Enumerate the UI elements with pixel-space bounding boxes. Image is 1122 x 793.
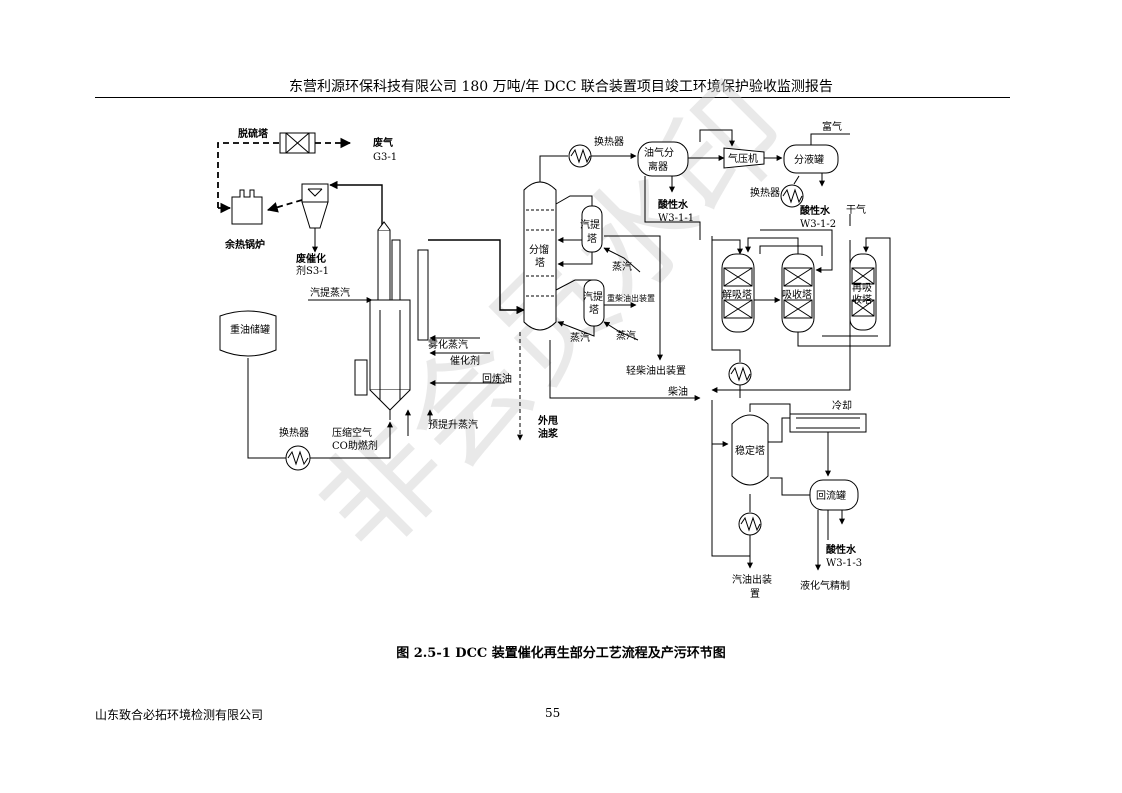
label-waste-catalyst: 废催化 (296, 252, 326, 265)
page-number: 55 (545, 706, 561, 720)
label-fractionator-1: 分馏 (529, 243, 549, 256)
label-oil-gas-separator-1: 油气分 (644, 146, 674, 159)
label-stripper-1b: 塔 (587, 232, 597, 245)
label-cooling: 冷却 (832, 399, 852, 412)
heat-exchanger-2 (568, 144, 592, 168)
label-co-promoter: CO助燃剂 (332, 439, 378, 452)
reactor-regenerator (354, 221, 429, 420)
footer-company: 山东致合必拓环境检测有限公司 (95, 708, 264, 722)
label-w3-1-3: W3-1-3 (826, 558, 862, 569)
page-header-title: 东营利源环保科技有限公司 180 万吨/年 DCC 联合装置项目竣工环境保护验收… (289, 79, 833, 95)
label-reflux-drum: 回流罐 (816, 489, 846, 502)
compressor (723, 147, 765, 169)
heavy-oil-tank (219, 310, 277, 357)
label-reabsorber-2: 收塔 (852, 293, 872, 306)
label-desulfur-tower: 脱硫塔 (238, 127, 269, 140)
reabsorber-tower (849, 253, 877, 331)
label-reabsorber-1: 再吸 (852, 282, 872, 294)
label-stripping-steam: 汽提蒸汽 (310, 286, 350, 299)
absorber-tower (781, 253, 815, 333)
label-heavy-oil-tank-1: 重油储罐 (230, 323, 270, 336)
label-heat-exchanger-2: 换热器 (594, 135, 624, 148)
label-w3-1-1: W3-1-1 (658, 213, 694, 224)
label-stripper-2a: 汽提 (583, 290, 603, 303)
heat-exchanger-3 (780, 184, 804, 208)
label-gasoline-out-1: 汽油出装 (732, 573, 772, 586)
label-heat-recovery-boiler: 余热锅炉 (224, 238, 265, 251)
label-pre-lift-steam: 预提升蒸汽 (428, 418, 478, 431)
label-waste-gas: 废气 (373, 136, 393, 149)
desulfur-tower (279, 132, 316, 154)
label-heat-exchanger-1: 换热器 (279, 426, 309, 439)
label-light-diesel-out: 轻柴油出装置 (626, 364, 686, 377)
label-to-heavy-diesel: 重柴油出装置 (607, 293, 655, 303)
label-stripper-2b: 塔 (589, 303, 599, 316)
label-sour-water-1: 酸性水 (658, 198, 689, 211)
desorber-tower (721, 253, 755, 333)
heat-recovery-boiler (231, 189, 263, 225)
label-oil-gas-separator-2: 离器 (648, 160, 668, 173)
oil-gas-separator (637, 141, 689, 177)
label-compressor: 气压机 (728, 152, 758, 165)
figure-caption: 图 2.5-1 DCC 装置催化再生部分工艺流程及产污环节图 (396, 646, 726, 661)
label-sour-water-3: 酸性水 (826, 543, 857, 556)
label-fractionator-2: 塔 (535, 256, 545, 269)
stripper-2 (583, 279, 605, 327)
fractionator (523, 181, 557, 331)
header-rule (95, 97, 1010, 98)
heat-exchanger-1 (285, 445, 311, 471)
label-w3-1-2: W3-1-2 (800, 219, 836, 230)
label-diesel: 柴油 (668, 385, 688, 398)
label-steam-2: 蒸汽 (616, 329, 636, 342)
label-compressed-air: 压缩空气 (332, 426, 372, 439)
label-atomizing-steam: 雾化蒸汽 (428, 338, 468, 351)
label-distillate-tank: 分液罐 (794, 153, 824, 166)
label-absorber: 吸收塔 (782, 288, 812, 301)
label-stabilizer: 稳定塔 (735, 444, 765, 457)
stabilizer-tower (731, 414, 769, 486)
label-slurry-out-2: 油浆 (538, 427, 559, 440)
heat-exchanger-4 (728, 362, 752, 386)
label-steam-1: 蒸汽 (612, 260, 632, 273)
heat-exchanger-5 (738, 512, 762, 536)
label-stripper-1a: 汽提 (580, 218, 600, 231)
label-dry-gas: 干气 (846, 203, 866, 216)
label-s3-1: 剂S3-1 (296, 264, 329, 277)
label-rich-gas: 富气 (822, 120, 842, 133)
label-heat-exchanger-3: 换热器 (750, 186, 780, 199)
label-gasoline-out-2: 置 (750, 588, 760, 600)
label-catalyst: 催化剂 (450, 354, 480, 367)
label-recycle-oil: 回炼油 (482, 372, 512, 385)
label-steam-3: 蒸汽 (570, 331, 590, 344)
label-lpg-refining: 液化气精制 (800, 579, 850, 592)
cyclone-separator (301, 183, 329, 246)
label-desorber: 解吸塔 (722, 288, 752, 301)
label-g3-1: G3-1 (373, 152, 397, 163)
label-slurry-out: 外甩 (537, 414, 558, 427)
label-sour-water-2: 酸性水 (800, 204, 831, 217)
cooler (789, 413, 867, 433)
